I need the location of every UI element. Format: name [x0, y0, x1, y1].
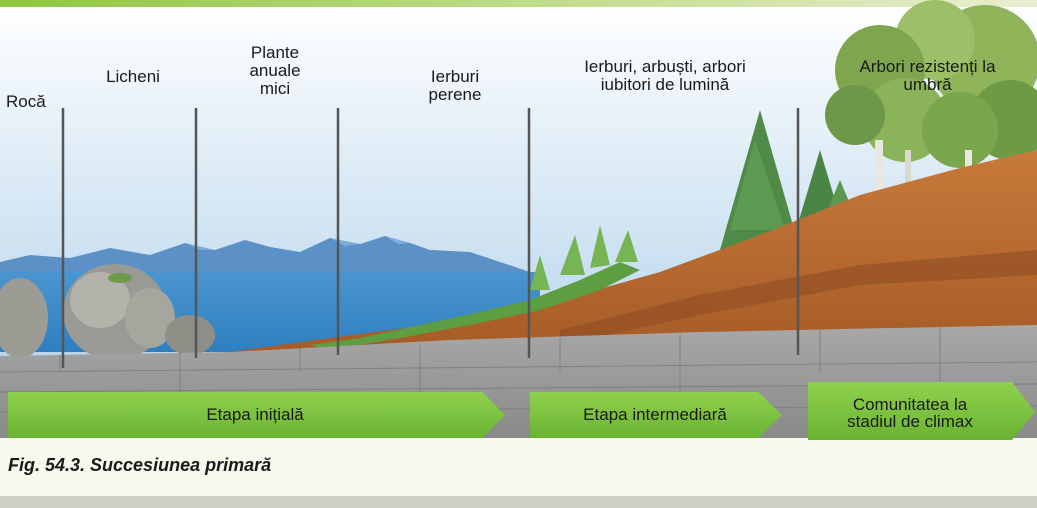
- bottom-bar: [0, 496, 1037, 508]
- succession-illustration: [0, 0, 1037, 440]
- arrow-climax: [808, 382, 1035, 440]
- stage-intermediara: Etapa intermediară: [583, 405, 727, 424]
- arrow-initial: [8, 392, 505, 438]
- climax-forest: [825, 0, 1037, 190]
- figure-caption: Fig. 54.3. Succesiunea primară: [8, 455, 272, 475]
- top-accent-bar: [0, 0, 1037, 7]
- stage-initiala: Etapa inițială: [206, 405, 304, 424]
- stage-arrows: [8, 382, 1035, 440]
- soil-layer: [230, 150, 1037, 360]
- marker-lines: [61, 108, 800, 368]
- label-plante-anuale: Plante anuale mici: [249, 43, 301, 98]
- stage-climax: Comunitatea la stadiul de climax: [847, 395, 973, 431]
- boulders: [0, 264, 215, 360]
- grass: [310, 262, 640, 350]
- label-ierburi-perene: Ierburi perene: [428, 67, 482, 104]
- arrow-intermediate: [530, 392, 782, 438]
- label-arbori-umbra: Arbori rezistenți la umbră: [859, 57, 996, 94]
- label-licheni: Licheni: [106, 67, 160, 86]
- label-roca: Rocă: [6, 92, 46, 111]
- label-ierburi-arbusti: Ierburi, arbuști, arbori iubitori de lum…: [584, 57, 746, 94]
